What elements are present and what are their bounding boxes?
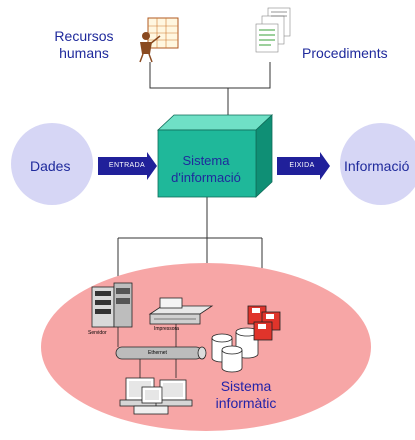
computers-icon	[119, 377, 193, 415]
dades-label: Dades	[30, 158, 71, 174]
presenter-icon	[139, 17, 179, 63]
recursos-humans-line-2: humans	[59, 45, 109, 61]
eixida-arrow	[277, 152, 330, 180]
eixida-label: EIXIDA	[289, 162, 315, 169]
printer-icon	[148, 297, 214, 325]
informacio-label: Informació	[344, 158, 410, 174]
dades-circle	[11, 123, 93, 205]
sistema-informatic-line-2: informàtic	[215, 395, 277, 411]
recursos-humans-line-1: Recursos	[54, 28, 114, 44]
sistema-informacio-line-1: Sistema	[182, 153, 230, 168]
entrada-label: ENTRADA	[108, 162, 146, 169]
recursos-humans-label: Recursos humans	[44, 28, 124, 62]
entrada-arrow	[98, 152, 157, 180]
floppy-disks-icon	[247, 305, 281, 341]
disks-icon	[211, 327, 259, 373]
server-icon	[91, 282, 133, 328]
top-connector	[149, 62, 271, 89]
impressora-label: Impressora	[154, 326, 180, 332]
procediments-label: Procediments	[302, 45, 388, 61]
sistema-cube	[156, 114, 274, 198]
sistema-informacio-label: Sistema d'informació	[158, 152, 254, 186]
sistema-informatic-line-1: Sistema	[220, 378, 272, 394]
informacio-circle	[340, 123, 415, 205]
ethernet-label: Ethernet	[148, 350, 167, 356]
sistema-informatic-label: Sistema informàtic	[206, 378, 286, 412]
servidor-label: Servidor	[88, 330, 107, 336]
documents-icon	[255, 7, 291, 53]
ethernet-cable	[115, 324, 207, 378]
sistema-informacio-line-2: d'informació	[171, 170, 241, 185]
